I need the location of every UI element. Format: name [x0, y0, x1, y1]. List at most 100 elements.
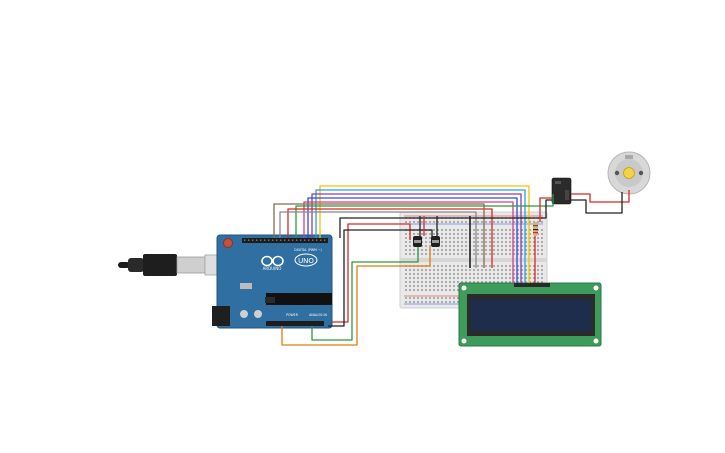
breadboard-hole	[497, 265, 499, 267]
breadboard-hole	[421, 221, 423, 223]
sensor-component-1[interactable]	[413, 236, 422, 247]
breadboard-hole	[425, 273, 427, 275]
breadboard-hole	[445, 289, 447, 291]
breadboard-hole	[505, 229, 507, 231]
breadboard-hole	[485, 281, 487, 283]
sensor-component-2[interactable]	[431, 236, 440, 247]
breadboard-hole	[533, 265, 535, 267]
breadboard-hole	[509, 281, 511, 283]
breadboard-hole	[485, 245, 487, 247]
breadboard-hole	[449, 237, 451, 239]
breadboard-hole	[453, 229, 455, 231]
header-pin	[264, 239, 266, 241]
breadboard-hole	[437, 289, 439, 291]
breadboard-hole	[421, 289, 423, 291]
breadboard-hole	[477, 233, 479, 235]
breadboard-hole	[413, 281, 415, 283]
breadboard-hole	[469, 277, 471, 279]
breadboard-hole	[437, 297, 439, 299]
breadboard-hole	[517, 237, 519, 239]
breadboard-hole	[465, 253, 467, 255]
breadboard-hole	[433, 285, 435, 287]
breadboard-hole	[513, 281, 515, 283]
breadboard-hole	[405, 273, 407, 275]
breadboard-hole	[513, 229, 515, 231]
breadboard-hole	[517, 229, 519, 231]
breadboard-hole	[417, 289, 419, 291]
breadboard-hole	[505, 245, 507, 247]
breadboard-hole	[533, 269, 535, 271]
breadboard-hole	[441, 289, 443, 291]
breadboard-hole	[421, 249, 423, 251]
arduino-logo	[261, 255, 284, 267]
lcd-display[interactable]	[458, 282, 602, 347]
breadboard-hole	[481, 265, 483, 267]
arduino-uno-board[interactable]: ARDUINO UNO DIGITAL (PWM ~) POWER ANALOG…	[212, 234, 333, 329]
breadboard-hole	[541, 265, 543, 267]
breadboard-hole	[409, 289, 411, 291]
breadboard-hole	[473, 253, 475, 255]
dc-motor[interactable]	[607, 151, 651, 195]
breadboard-hole	[489, 233, 491, 235]
breadboard-hole	[445, 237, 447, 239]
breadboard-hole	[469, 281, 471, 283]
breadboard-hole	[465, 265, 467, 267]
breadboard-hole	[405, 237, 407, 239]
breadboard-hole	[457, 301, 459, 303]
breadboard-hole	[485, 229, 487, 231]
breadboard-hole	[513, 241, 515, 243]
breadboard-hole	[541, 241, 543, 243]
breadboard-hole	[421, 281, 423, 283]
breadboard-hole	[429, 285, 431, 287]
breadboard-hole	[477, 245, 479, 247]
resistor[interactable]	[533, 222, 538, 236]
breadboard-hole	[529, 237, 531, 239]
uno-logo: UNO	[294, 253, 318, 267]
breadboard-hole	[425, 285, 427, 287]
breadboard-hole	[517, 269, 519, 271]
breadboard-hole	[457, 277, 459, 279]
breadboard-hole	[473, 233, 475, 235]
wire-cyan	[315, 189, 526, 283]
breadboard-hole	[505, 249, 507, 251]
relay[interactable]	[551, 177, 572, 205]
breadboard-hole	[513, 253, 515, 255]
breadboard-hole	[493, 269, 495, 271]
wire-relay-black	[571, 192, 623, 214]
wire-black-top	[339, 199, 552, 238]
breadboard-hole	[537, 273, 539, 275]
breadboard-hole	[525, 281, 527, 283]
breadboard-hole	[509, 245, 511, 247]
breadboard-hole	[473, 229, 475, 231]
breadboard-hole	[517, 253, 519, 255]
breadboard-hole	[501, 233, 503, 235]
breadboard-hole	[497, 245, 499, 247]
breadboard-hole	[417, 281, 419, 283]
breadboard-hole	[441, 281, 443, 283]
breadboard-hole	[481, 245, 483, 247]
breadboard-hole	[525, 249, 527, 251]
breadboard-hole	[473, 281, 475, 283]
breadboard-hole	[429, 301, 431, 303]
breadboard-hole	[473, 277, 475, 279]
breadboard-hole	[441, 285, 443, 287]
breadboard-hole	[437, 281, 439, 283]
breadboard-hole	[541, 245, 543, 247]
breadboard-hole	[505, 221, 507, 223]
breadboard-hole	[493, 253, 495, 255]
breadboard-hole	[409, 249, 411, 251]
breadboard-hole	[433, 301, 435, 303]
breadboard-hole	[521, 249, 523, 251]
breadboard-hole	[509, 241, 511, 243]
breadboard-hole	[541, 233, 543, 235]
breadboard-hole	[413, 221, 415, 223]
breadboard-hole	[453, 233, 455, 235]
breadboard-hole	[437, 301, 439, 303]
breadboard-hole	[517, 233, 519, 235]
breadboard-hole	[501, 245, 503, 247]
breadboard-hole	[405, 269, 407, 271]
breadboard-hole	[449, 221, 451, 223]
breadboard-hole	[445, 253, 447, 255]
breadboard-hole	[537, 237, 539, 239]
breadboard-hole	[521, 237, 523, 239]
